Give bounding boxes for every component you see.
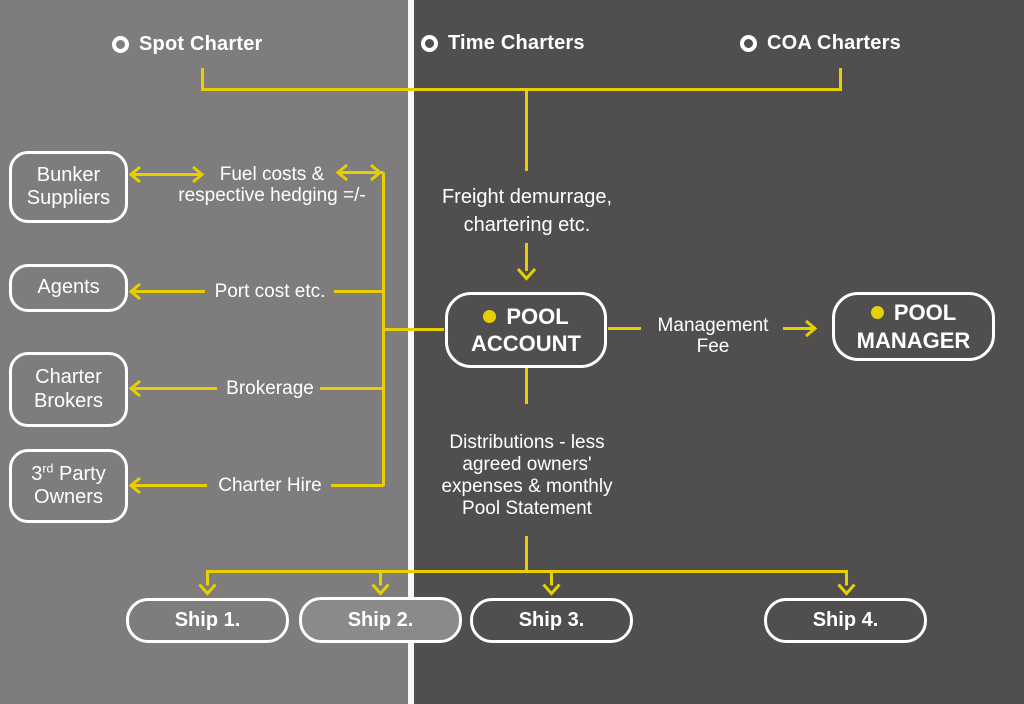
pool-account-box: POOL ACCOUNT [445, 292, 607, 368]
pool-account-line1: POOL [506, 303, 569, 329]
fuel-costs-label: Fuel costs & respective hedging =/- [178, 164, 366, 206]
management-fee-label: Management Fee [657, 315, 769, 357]
pool-manager-line1: POOL [893, 300, 957, 325]
ship-2-box: Ship 2. [299, 597, 462, 643]
third-party-owners-text: 3rd Party Owners [31, 460, 106, 510]
pool-manager-box: POOL MANAGER [832, 292, 995, 361]
agents-box: Agents [9, 264, 128, 312]
pool-account-line2: ACCOUNT [471, 331, 581, 356]
yellow-dot-icon [483, 309, 497, 323]
third-party-word: Party [53, 462, 106, 485]
spot-charter-label: Spot Charter [112, 33, 263, 56]
spot-charter-text: Spot Charter [139, 33, 263, 55]
circle-bullet-icon [112, 36, 129, 53]
time-charters-text: Time Charters [448, 32, 585, 54]
third-party-number: 3 [31, 462, 43, 485]
third-party-ordinal: rd [42, 460, 54, 475]
freight-demurrage-label: Freight demurrage, chartering etc. [441, 186, 613, 236]
charter-brokers-box: Charter Brokers [9, 352, 128, 427]
pool-manager-line2: MANAGER [856, 327, 971, 353]
charter-hire-label: Charter Hire [218, 475, 322, 496]
ship-4-box: Ship 4. [764, 598, 927, 643]
third-party-owners-box: 3rd Party Owners [9, 449, 128, 523]
bunker-suppliers-box: Bunker Suppliers [9, 151, 128, 223]
yellow-dot-icon [870, 306, 884, 320]
coa-charters-text: COA Charters [767, 32, 901, 54]
third-party-line2: Owners [34, 486, 103, 508]
circle-bullet-icon [740, 35, 757, 52]
port-cost-label: Port cost etc. [214, 281, 326, 302]
vertical-divider [408, 0, 414, 704]
ship-3-box: Ship 3. [470, 598, 633, 643]
circle-bullet-icon [421, 35, 438, 52]
distributions-label: Distributions - less agreed owners' expe… [441, 432, 613, 519]
brokerage-label: Brokerage [226, 378, 314, 399]
time-charters-label: Time Charters [421, 32, 585, 55]
coa-charters-label: COA Charters [740, 32, 901, 55]
ship-1-box: Ship 1. [126, 598, 289, 643]
